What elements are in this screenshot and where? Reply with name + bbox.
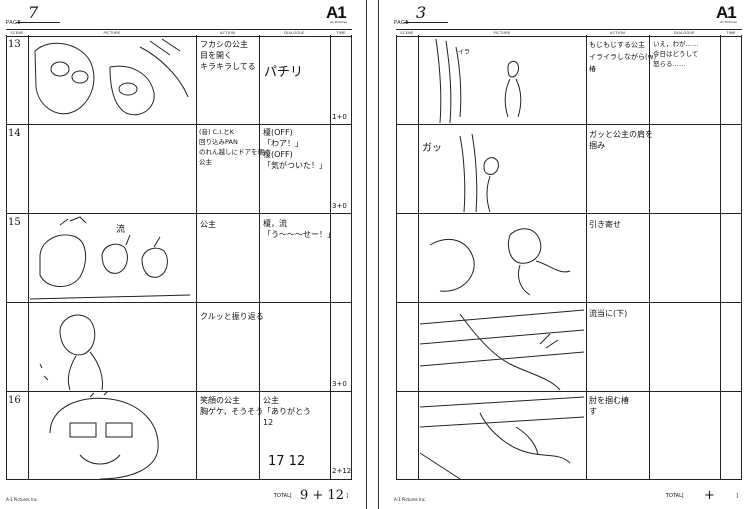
header-action: ACTION [609, 31, 626, 35]
sfx-label: ガッ [422, 143, 442, 154]
studio-logo-sub: A1 Pictures [330, 20, 347, 24]
shot-action: クルッと振り返る [200, 312, 264, 321]
shot-r1-sketch [435, 38, 522, 124]
shot-action: 笑顔の公主 胸ゲケ，そうそう [200, 396, 264, 416]
page-label: PAGE [394, 20, 410, 26]
shot-number: 16 [8, 395, 21, 406]
page-spine [358, 0, 388, 509]
shot-action: 流当に(下) [589, 309, 628, 318]
page-number: 3 [416, 3, 427, 22]
sfx-label: イラ [458, 49, 471, 56]
shot-grid: 13 フカシの公主 目を開く キラキラしてる パチリ 1+0 14 (音) C.… [6, 35, 352, 480]
studio-logo: A1 [716, 3, 737, 22]
header-time: TIME [336, 31, 346, 35]
shot-action: ガッと公主の肩を 掴み [589, 130, 653, 150]
page-underline [404, 22, 448, 23]
shot-r4-sketch [419, 309, 585, 391]
column-header-row: SCENE PICTURE ACTION DIALOGUE TIME [396, 29, 742, 37]
header-scene: SCENE [400, 31, 414, 35]
page-label: PAGE [6, 20, 22, 26]
balloon-label: 流 [116, 225, 126, 235]
shot-number: 15 [8, 217, 21, 228]
page-number: 7 [28, 3, 39, 22]
shot-number: 13 [8, 39, 21, 50]
shot-16b-sketch [49, 390, 159, 480]
total-value: 9 + 12 [300, 488, 344, 503]
header-picture: PICTURE [103, 31, 121, 35]
shot-dialogue: いえ，わが…… 今日はどうして 怒らる…… [653, 40, 699, 68]
shot-dialogue: パチリ [264, 65, 304, 80]
shot-16a-sketch [39, 314, 103, 391]
shot-time: 3+0 [332, 380, 347, 388]
shot-action: 肘を掴む椿 す [589, 396, 629, 416]
header-picture: PICTURE [493, 31, 511, 35]
storyboard-sheet-right: PAGE 3 A1 A1 Pictures SCENE PICTURE ACTI… [388, 0, 747, 509]
shot-action: 公主 [200, 220, 216, 229]
shot-number: 14 [8, 128, 21, 139]
scribble-total: 17 12 [268, 454, 306, 469]
shot-dialogue: 公主 「ありがとう 12 [263, 396, 311, 427]
storyboard-sheet-left: PAGE 7 A1 A1 Pictures SCENE PICTURE ACTI… [0, 0, 358, 509]
header-dialogue: DIALOGUE [674, 31, 695, 35]
total-value: + [704, 488, 715, 503]
shot-dialogue: 榎，流 「う〜〜〜せー！」 [263, 219, 335, 239]
shot-grid: もじもじする公主 イライラしながら(w) 椿 いえ，わが…… 今日はどうして 怒… [396, 35, 742, 480]
shot-action: フカシの公主 目を開く キラキラしてる [200, 40, 256, 71]
column-header-row: SCENE PICTURE ACTION DIALOGUE TIME [6, 29, 352, 37]
shot-r2-sketch [459, 133, 499, 213]
total-label: TOTAL [274, 493, 290, 499]
footer-company: A-1 Pictures Inc. [394, 497, 427, 502]
shot-time: 3+0 [332, 202, 347, 210]
shot-dialogue: 榎(OFF) 「わア！」 榎(OFF) 「気がついた！」 [263, 128, 327, 170]
shot-time: 1+0 [332, 113, 347, 121]
header-dialogue: DIALOGUE [284, 31, 305, 35]
studio-logo-sub: A1 Pictures [720, 20, 737, 24]
total-label: TOTAL [666, 493, 682, 499]
shot-action: もじもじする公主 イライラしながら(w) 椿 [589, 41, 657, 73]
header-action: ACTION [219, 31, 236, 35]
shot-r5-sketch [419, 396, 585, 480]
header-scene: SCENE [10, 31, 24, 35]
header-time: TIME [726, 31, 736, 35]
shot-action: (音) C.I.とK 回り込みPAN のれん越しにドアを覗く 公主 [199, 128, 271, 166]
page-underline [16, 22, 60, 23]
shot-action: 引き寄せ [589, 220, 621, 229]
shot-r3-sketch [429, 228, 571, 296]
shot-13-sketch [34, 38, 189, 116]
studio-logo: A1 [326, 3, 347, 22]
shot-15-sketch [29, 216, 191, 300]
shot-time: 2+12 [332, 467, 352, 475]
footer-company: A-1 Pictures Inc. [6, 497, 39, 502]
